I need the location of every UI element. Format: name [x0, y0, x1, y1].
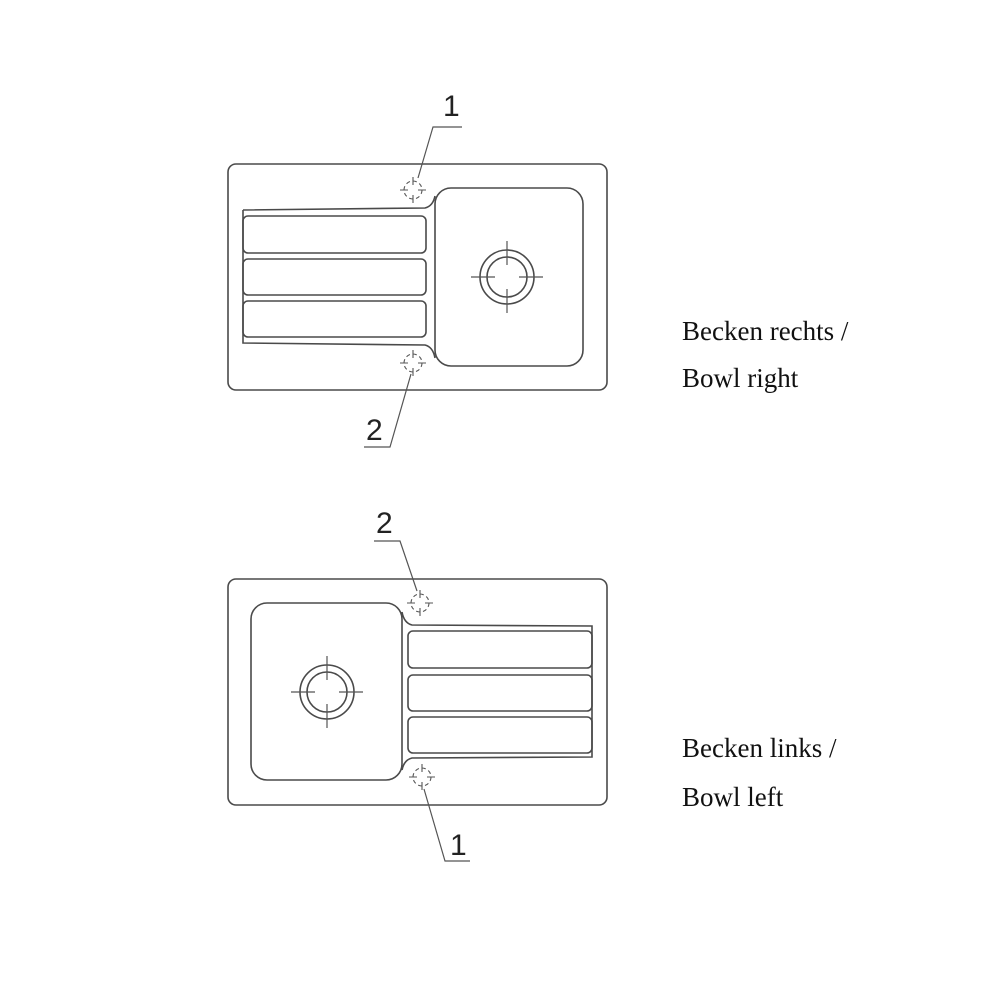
- caption-line2: Bowl left: [682, 782, 784, 812]
- drainer-outline: [242, 195, 436, 359]
- bowl: [434, 187, 584, 367]
- leader-line: [423, 788, 470, 862]
- sink-bowl-left: 2 1 Becken links / Bowl left: [227, 507, 837, 862]
- tap-hole-1-icon: [408, 763, 436, 791]
- sink-bowl-right: 1 2 Becken rechts / Bowl right: [227, 90, 849, 448]
- drain-icon: [470, 240, 544, 314]
- callout-2: 2: [376, 507, 393, 540]
- tap-hole-1-icon: [399, 176, 427, 204]
- drainer-groove: [407, 630, 593, 669]
- callout-1: 1: [450, 829, 467, 862]
- tap-hole-2-icon: [406, 589, 434, 617]
- drainer-groove: [407, 716, 593, 754]
- drainer-groove: [242, 300, 427, 338]
- drainer-groove: [407, 674, 593, 712]
- caption-line1: Becken rechts /: [682, 316, 849, 346]
- callout-2: 2: [366, 414, 383, 447]
- caption-line1: Becken links /: [682, 733, 837, 763]
- callout-1: 1: [443, 90, 460, 123]
- leader-line: [374, 540, 418, 592]
- drain-icon: [290, 655, 364, 729]
- caption-line2: Bowl right: [682, 363, 799, 393]
- sink-outline: [227, 163, 608, 391]
- drainer-groove: [242, 258, 427, 296]
- leader-line: [364, 373, 412, 448]
- drainer-groove: [242, 215, 427, 254]
- bowl: [250, 602, 403, 781]
- tap-hole-2-icon: [399, 349, 427, 377]
- leader-line: [417, 126, 462, 179]
- drainer-outline: [401, 611, 593, 771]
- sink-outline: [227, 578, 608, 806]
